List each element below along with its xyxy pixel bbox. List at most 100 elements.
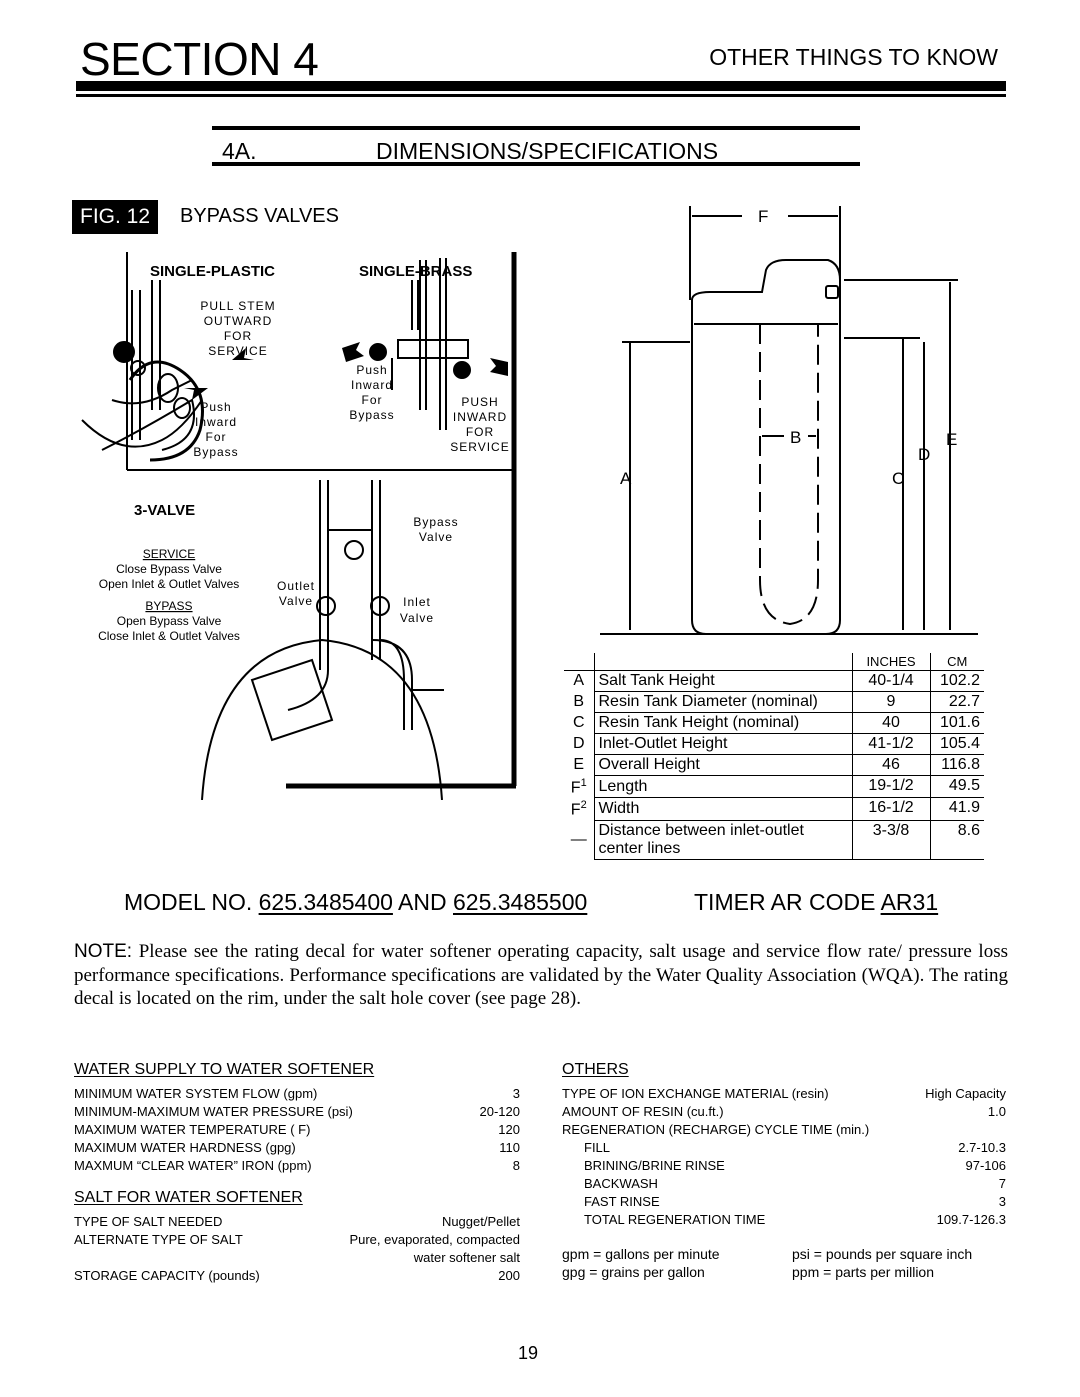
- dimension-key: B: [573, 693, 585, 710]
- timer-line: TIMER AR CODE AR31: [694, 889, 938, 916]
- cycle-row-value: 97-106: [965, 1158, 1006, 1173]
- brass-push-line-2: Inward: [351, 378, 393, 392]
- dimension-inches: 40: [851, 712, 930, 734]
- dimension-cm: 101.6: [929, 712, 984, 734]
- salt-alt-value-1: Pure, evaporated, compacted: [349, 1232, 520, 1247]
- dimension-label: Length: [593, 775, 852, 799]
- water-supply-row: MAXMUM “CLEAR WATER” IRON (ppm)8: [74, 1157, 520, 1175]
- water-supply-row-value: 110: [499, 1140, 520, 1155]
- dimension-cm: 22.7: [929, 691, 984, 713]
- salt-heading: SALT FOR WATER SOFTENER: [74, 1189, 303, 1206]
- water-supply-row-label: MINIMUM WATER SYSTEM FLOW (gpm): [74, 1086, 318, 1101]
- dim-label-a: A: [620, 469, 632, 488]
- others-section: OTHERS TYPE OF ION EXCHANGE MATERIAL (re…: [562, 1061, 1006, 1281]
- dimension-key: —: [570, 830, 587, 848]
- section-subtitle: OTHER THINGS TO KNOW: [709, 44, 998, 70]
- bypass-valve-line-2: Valve: [419, 530, 453, 544]
- dimension-label: Width: [593, 797, 852, 821]
- header-inches: INCHES: [851, 653, 930, 671]
- salt-alt-value-2: water softener salt: [413, 1250, 520, 1265]
- service-line-2: Open Inlet & Outlet Valves: [99, 577, 240, 591]
- dimension-inches: 3-3/8: [851, 820, 930, 860]
- dimension-label: Resin Tank Diameter (nominal): [593, 691, 852, 713]
- water-supply-row-label: MAXIMUM WATER TEMPERATURE ( F): [74, 1122, 311, 1137]
- bypass-label: BYPASS: [145, 599, 192, 613]
- model-number-2: 625.3485500: [453, 889, 588, 915]
- regen-row: REGENERATION (RECHARGE) CYCLE TIME (min.…: [562, 1121, 1006, 1139]
- resin-row: AMOUNT OF RESIN (cu.ft.) 1.0: [562, 1103, 1006, 1121]
- brass-push-line-4: Bypass: [349, 408, 394, 422]
- salt-type-value: Nugget/Pellet: [441, 1214, 520, 1229]
- note-label: NOTE:: [74, 941, 133, 962]
- cycle-row-value: 3: [998, 1194, 1006, 1209]
- single-plastic-drawing: [81, 280, 204, 462]
- dimension-inches: 16-1/2: [851, 797, 930, 821]
- regen-label: REGENERATION (RECHARGE) CYCLE TIME (min.…: [562, 1122, 870, 1137]
- header-rule-thick: [76, 81, 1006, 91]
- single-brass-drawing: [369, 258, 471, 430]
- softener-dimension-drawing: F B A C D E: [600, 206, 978, 635]
- cycle-row-label: FAST RINSE: [584, 1194, 660, 1209]
- arrow-icon: [342, 342, 364, 362]
- dimension-cm: 49.5: [929, 775, 984, 799]
- dimension-inches: 41-1/2: [851, 733, 930, 755]
- model-prefix: MODEL NO.: [124, 889, 253, 915]
- plastic-push-line-4: Bypass: [193, 445, 238, 459]
- cycle-row-label: FILL: [584, 1140, 611, 1155]
- pull-stem-line-1: PULL STEM: [200, 299, 275, 313]
- salt-alt-row: ALTERNATE TYPE OF SALT Pure, evaporated,…: [74, 1231, 520, 1249]
- brass-service-line-2: INWARD: [453, 410, 507, 424]
- abbr-gpm: gpm = gallons per minute: [562, 1246, 720, 1262]
- salt-storage-value: 200: [498, 1268, 520, 1283]
- figure-tag: FIG. 12: [72, 200, 159, 234]
- cycle-row-label: BRINING/BRINE RINSE: [584, 1158, 725, 1173]
- salt-type-row: TYPE OF SALT NEEDED Nugget/Pellet: [74, 1213, 520, 1231]
- others-heading: OTHERS: [562, 1061, 629, 1078]
- dimension-key: D: [572, 735, 585, 752]
- water-supply-row-value: 20-120: [479, 1104, 520, 1119]
- dimension-inches: 46: [851, 754, 930, 776]
- dim-label-c: C: [892, 469, 904, 488]
- inlet-valve-line-1: Inlet: [403, 595, 431, 609]
- ion-row: TYPE OF ION EXCHANGE MATERIAL (resin) Hi…: [562, 1085, 1006, 1103]
- note-paragraph: NOTE: Please see the rating decal for wa…: [74, 940, 1008, 1011]
- outlet-valve-line-1: Outlet: [277, 579, 315, 593]
- dimension-label: Resin Tank Height (nominal): [593, 712, 852, 734]
- header-cm: CM: [929, 653, 984, 671]
- salt-alt-row-2: water softener salt: [74, 1249, 520, 1267]
- timer-code: AR31: [880, 889, 939, 915]
- header-rule-thin: [76, 94, 1006, 97]
- water-supply-row: MINIMUM-MAXIMUM WATER PRESSURE (psi) 20-1…: [74, 1103, 520, 1121]
- dimension-inches: 40-1/4: [851, 670, 930, 692]
- water-supply-row-label: MINIMUM-MAXIMUM WATER PRESSURE (psi): [74, 1104, 353, 1119]
- pull-stem-line-2: OUTWARD: [204, 314, 273, 328]
- figure-title: BYPASS VALVES: [180, 205, 339, 227]
- arrow-icon: [232, 348, 254, 360]
- plastic-push-line-1: Push: [200, 400, 231, 414]
- dimension-key: C: [572, 714, 585, 731]
- dimension-inches: 19-1/2: [851, 775, 930, 799]
- water-supply-row-label: MAXIMUM WATER HARDNESS (gpg): [74, 1140, 296, 1155]
- three-valve-drawing: [201, 480, 444, 800]
- cycle-row-value: 7: [998, 1176, 1006, 1191]
- brass-service-line-3: FOR: [466, 425, 494, 439]
- subsection-rule-bottom: [212, 162, 860, 166]
- subsection-rule-top: [212, 126, 860, 130]
- dimension-cm: 102.2: [929, 670, 984, 692]
- three-valve-heading: 3-VALVE: [134, 502, 195, 519]
- bypass-valves-illustration: SINGLE-PLASTIC SINGLE-BRASS PULL STEM OU…: [81, 252, 517, 800]
- dimension-label: Salt Tank Height: [593, 670, 852, 692]
- model-and: AND: [398, 889, 447, 915]
- salt-storage-row: STORAGE CAPACITY (pounds) 200: [74, 1267, 520, 1285]
- salt-storage-label: STORAGE CAPACITY (pounds): [74, 1268, 260, 1283]
